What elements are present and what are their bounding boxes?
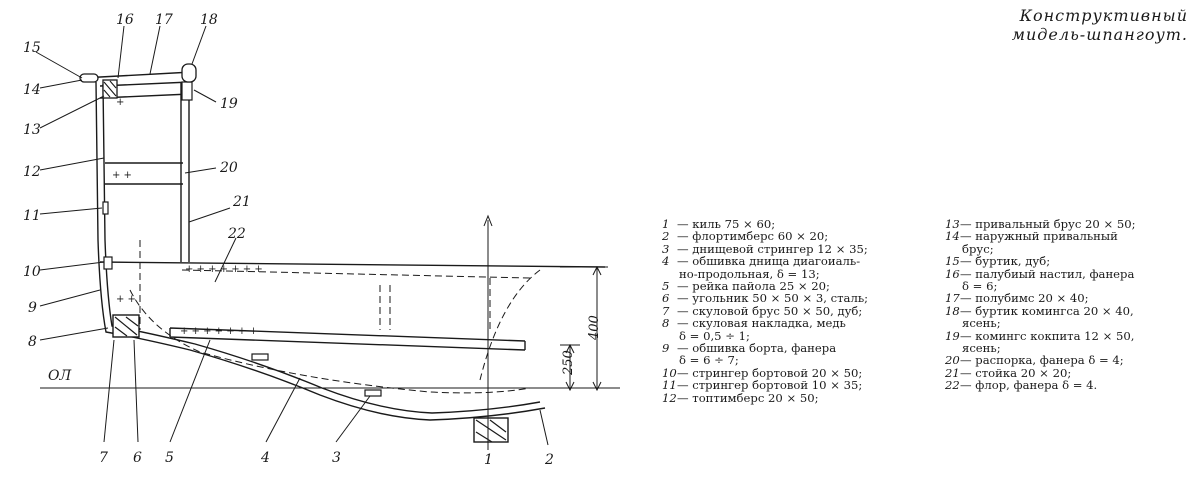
stringer-3: [364, 389, 382, 397]
ceiling-rail: [169, 327, 526, 351]
dim-400-label: 400: [587, 315, 602, 341]
legend-left: 1— киль 75 × 60; 2— флортимберс 60 × 20;…: [662, 217, 932, 405]
legend-item: 19— комингс кокпита 12 × 50,: [945, 328, 1135, 343]
legend-item: 4— обшивка днища диагоиаль-: [662, 254, 861, 269]
figure-title-line-2: мидель-шпангоут.: [1011, 25, 1188, 44]
coaming-19: [181, 81, 193, 101]
legend-item: 11— стрингер бортовой 10 × 35;: [662, 378, 863, 393]
callout-15: 15: [23, 40, 41, 56]
figure-title: Конструктивный мидель-шпангоут.: [1012, 6, 1188, 44]
legend-item: 20— распорка, фанера δ = 4;: [945, 353, 1124, 368]
callout-6: 6: [133, 450, 142, 466]
callout-17: 17: [155, 12, 173, 28]
svg-text:+: +: [116, 97, 124, 108]
figure-title-line-1: Конструктивный: [1019, 6, 1188, 25]
legend-item: 7— скуловой брус 50 × 50, дуб;: [662, 303, 863, 318]
hull-inner-line: [102, 83, 541, 414]
legend-item-cont: δ = 6 ÷ 7;: [679, 353, 739, 368]
callout-16: 16: [116, 12, 134, 28]
callout-7: 7: [99, 450, 108, 466]
legend-item-cont: δ = 0,5 ÷ 1;: [679, 328, 750, 343]
legend-item-cont: брус;: [962, 241, 994, 256]
keel-hatch: [475, 419, 507, 443]
legend-item-cont: ясень;: [962, 341, 1001, 356]
svg-text:+ +: + +: [112, 170, 132, 181]
legend-item: 6— угольник 50 × 50 × 3, сталь;: [662, 291, 869, 306]
legend-item: 15— буртик, дуб;: [945, 254, 1051, 269]
coaming-post: [180, 82, 190, 262]
legend-item-cont: ясень;: [962, 316, 1001, 331]
legend-item: 17— полубимс 20 × 40;: [945, 291, 1089, 306]
stringer-10: [103, 256, 113, 270]
callout-13: 13: [23, 122, 41, 138]
stringer-bottom-2: [251, 353, 269, 361]
callout-18: 18: [200, 12, 218, 28]
callout-9: 9: [28, 300, 37, 316]
svg-text:+ + + +: + + + + + + +: [185, 264, 263, 275]
hull-outer-line: [95, 81, 546, 421]
legend-item: 9— обшивка борта, фанера: [662, 341, 837, 356]
centreline-arrow: [483, 214, 493, 227]
sheer-clamp-hatch: [103, 80, 117, 98]
legend-item: 13— привальный брус 20 × 50;: [945, 217, 1136, 231]
spacer: [105, 162, 183, 185]
sheer-rail-left: [79, 73, 99, 83]
legend-item: 21— стойка 20 × 20;: [945, 365, 1072, 380]
chine-bar-hatch: [114, 316, 139, 337]
frame-dashed: [129, 289, 531, 394]
midship-section-drawing: + + + + + + + + + + + + + + + + + + +: [23, 12, 620, 468]
coaming-bead: [181, 63, 197, 83]
waterline-label: ОЛ: [48, 368, 71, 384]
callout-10: 10: [23, 264, 41, 280]
callout-1: 1: [484, 452, 493, 468]
legend-item: 12— топтимберс 20 × 50;: [662, 390, 819, 405]
callout-4: 4: [260, 450, 270, 466]
legend-item: 14— наружный привальный: [945, 229, 1118, 244]
legend-item: 1— киль 75 × 60;: [662, 217, 776, 231]
legend-item: 18— буртик комингса 20 × 40,: [945, 303, 1134, 318]
legend-item: 10— стрингер бортовой 20 × 50;: [662, 365, 863, 380]
fastener-marks: + + + + + + + + + + + + + + + + + + +: [112, 97, 263, 337]
legend-item-cont: но-продольная, δ = 13;: [679, 266, 820, 281]
legend-item: 22— флор, фанера δ = 4.: [945, 378, 1098, 393]
legend-item: 5— рейка пайола 25 × 20;: [662, 279, 830, 294]
callout-21: 21: [232, 194, 251, 210]
legend-item: 16— палубиый настил, фанера: [945, 266, 1135, 281]
floor-outline-dashed: [139, 240, 541, 381]
callout-12: 12: [23, 164, 41, 180]
callout-11: 11: [23, 208, 41, 224]
callout-14: 14: [23, 82, 41, 98]
callout-5: 5: [165, 450, 174, 466]
dim-250-label: 250: [561, 350, 576, 376]
callout-2: 2: [544, 452, 554, 468]
callout-19: 19: [220, 96, 238, 112]
callout-20: 20: [219, 160, 238, 176]
stringer-11: [102, 201, 109, 215]
floor-top: [99, 261, 606, 268]
callout-3: 3: [332, 450, 341, 466]
svg-text:+ +: + +: [116, 294, 136, 305]
legend-item: 3— днищевой стрингер 12 × 35;: [662, 241, 868, 256]
svg-text:+ + + +: + + + + + + +: [180, 326, 258, 337]
callout-8: 8: [28, 334, 37, 350]
callout-22: 22: [227, 226, 246, 242]
legend-item-cont: δ = 6;: [962, 279, 998, 294]
legend-right: 13— привальный брус 20 × 50; 14— наружны…: [945, 218, 1195, 392]
legend-item: 2— флортимберс 60 × 20;: [662, 229, 829, 244]
deck-line: [81, 71, 193, 79]
legend-item: 8— скуловая накладка, медь: [662, 316, 846, 331]
